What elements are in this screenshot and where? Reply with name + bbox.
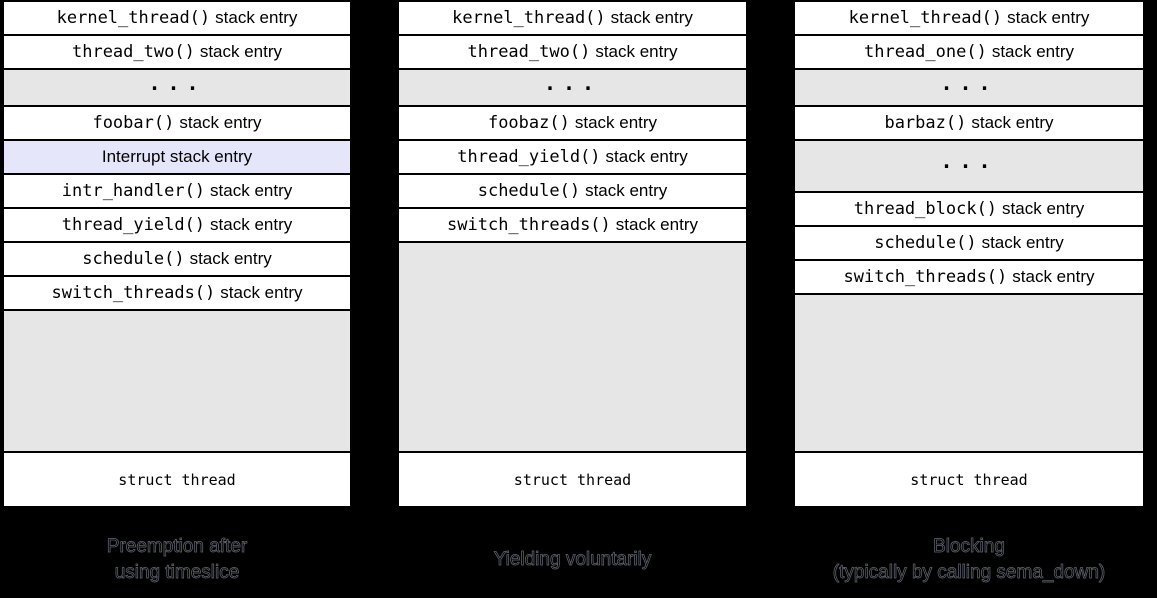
stack-entry-label: stack entry <box>189 249 272 268</box>
caption-line: using timeslice <box>114 562 240 584</box>
ellipsis-row: ... <box>795 70 1143 107</box>
stack-entry-row: thread_two()stack entry <box>399 36 746 70</box>
function-name: schedule() <box>477 181 581 201</box>
interrupt-stack-entry-row: Interrupt stack entry <box>4 141 350 175</box>
stack-entry-label: stack entry <box>981 233 1064 252</box>
function-name: kernel_thread() <box>848 8 1003 28</box>
stack-entry-row: schedule()stack entry <box>4 243 350 277</box>
stack-entry-row: foobaz()stack entry <box>399 107 746 141</box>
function-name: switch_threads() <box>447 215 611 235</box>
stack-entry-row: thread_one()stack entry <box>795 36 1143 70</box>
function-name: thread_two() <box>467 42 591 62</box>
function-name: barbaz() <box>884 113 967 133</box>
stack-entry-row: thread_block()stack entry <box>795 193 1143 227</box>
stack-entry-label: stack entry <box>210 215 293 234</box>
stack-entry-label: stack entry <box>615 215 698 234</box>
ellipsis-text: ... <box>148 70 206 95</box>
function-name: foobar() <box>92 113 175 133</box>
unused-stack-space <box>795 295 1143 453</box>
unused-stack-space <box>4 311 350 453</box>
stack-entry-label: stack entry <box>199 42 283 61</box>
ellipsis-row: ... <box>795 141 1143 193</box>
caption-line: Blocking <box>933 536 1006 558</box>
function-name: thread_yield() <box>61 215 206 235</box>
caption-line: Yielding voluntarily <box>493 549 652 571</box>
ellipsis-text: ... <box>940 70 998 95</box>
unused-stack-space <box>399 243 746 453</box>
ellipsis-text: ... <box>940 149 998 173</box>
stack-entry-row: barbaz()stack entry <box>795 107 1143 141</box>
struct-thread-row: struct thread <box>795 453 1143 506</box>
function-name: thread_two() <box>71 42 195 62</box>
stack-entry-row: switch_threads()stack entry <box>399 209 746 243</box>
stack-entry-label: stack entry <box>595 42 678 61</box>
stack-entry-row: intr_handler()stack entry <box>4 175 350 209</box>
caption-blocking: Blocking (typically by calling sema_down) <box>793 508 1145 598</box>
stack-entry-label: stack entry <box>1012 267 1095 286</box>
function-name: intr_handler() <box>61 181 206 201</box>
caption-yielding: Yielding voluntarily <box>397 508 748 598</box>
function-name: thread_block() <box>853 199 998 219</box>
caption-line: (typically by calling sema_down) <box>832 562 1106 584</box>
ellipsis-row: ... <box>399 70 746 107</box>
function-name: schedule() <box>82 249 185 269</box>
stack-entry-row: thread_yield()stack entry <box>4 209 350 243</box>
function-name: thread_one() <box>863 42 987 62</box>
function-name: schedule() <box>874 233 977 253</box>
stack-entry-label: stack entry <box>1007 8 1090 27</box>
interrupt-stack-entry-label: Interrupt stack entry <box>101 147 253 166</box>
function-name: kernel_thread() <box>56 8 211 28</box>
function-name: thread_yield() <box>457 147 601 167</box>
function-name: switch_threads() <box>843 267 1008 287</box>
stack-entry-row: kernel_thread()stack entry <box>399 2 746 36</box>
ellipsis-row: ... <box>4 70 350 107</box>
stack-entry-label: stack entry <box>605 147 688 166</box>
stack-entry-label: stack entry <box>179 113 262 132</box>
stack-entry-row: thread_yield()stack entry <box>399 141 746 175</box>
stack-entry-label: stack entry <box>1002 199 1085 218</box>
caption-line: Preemption after <box>106 536 248 558</box>
stack-entry-row: kernel_thread()stack entry <box>795 2 1143 36</box>
function-name: kernel_thread() <box>452 8 606 28</box>
stack-entry-label: stack entry <box>220 283 303 302</box>
function-name: switch_threads() <box>51 283 216 303</box>
stack-entry-label: stack entry <box>210 181 293 200</box>
function-name: foobaz() <box>487 113 570 133</box>
caption-preemption: Preemption after using timeslice <box>2 508 352 598</box>
stack-entry-label: stack entry <box>574 113 658 132</box>
stack-entry-row: schedule()stack entry <box>399 175 746 209</box>
stack-entry-label: stack entry <box>610 8 693 27</box>
stack-entry-label: stack entry <box>971 113 1054 132</box>
struct-thread-row: struct thread <box>399 453 746 506</box>
stack-entry-row: thread_two()stack entry <box>4 36 350 70</box>
struct-thread-label: struct thread <box>910 470 1028 489</box>
ellipsis-text: ... <box>543 70 602 95</box>
stack-entry-label: stack entry <box>585 181 668 200</box>
stack-entry-row: schedule()stack entry <box>795 227 1143 261</box>
stack-entry-row: kernel_thread()stack entry <box>4 2 350 36</box>
stack-entry-row: foobar()stack entry <box>4 107 350 141</box>
stack-entry-row: switch_threads()stack entry <box>4 277 350 311</box>
struct-thread-row: struct thread <box>4 453 350 506</box>
stack-entry-label: stack entry <box>991 42 1075 61</box>
struct-thread-label: struct thread <box>513 470 632 489</box>
stack-entry-label: stack entry <box>215 8 298 27</box>
stack-entry-row: switch_threads()stack entry <box>795 261 1143 295</box>
struct-thread-label: struct thread <box>118 470 236 489</box>
